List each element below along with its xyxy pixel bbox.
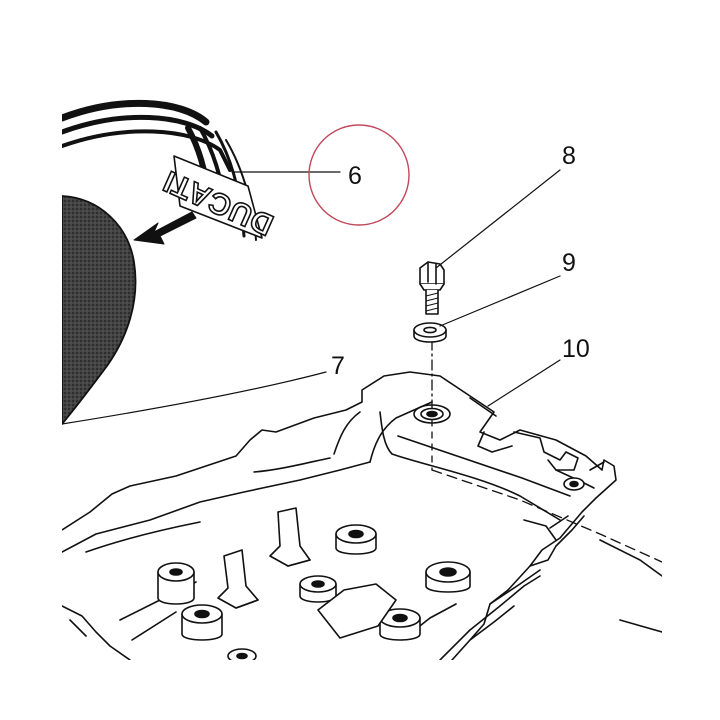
callout-10: 10 xyxy=(562,335,590,363)
boss xyxy=(425,561,471,593)
decal-stripes xyxy=(62,99,257,241)
boss xyxy=(335,524,377,555)
boss xyxy=(379,608,421,641)
highlight-circle xyxy=(308,124,410,226)
seat xyxy=(62,195,137,425)
leader-9 xyxy=(439,275,561,327)
bolt xyxy=(419,261,445,315)
direction-arrow xyxy=(133,211,197,245)
tab-clips xyxy=(217,507,311,609)
recess-panel xyxy=(317,583,397,639)
boss xyxy=(181,604,223,641)
callout-6: 6 xyxy=(348,162,362,190)
washer xyxy=(413,322,447,343)
boss xyxy=(227,648,257,660)
boss xyxy=(563,477,585,491)
leader-lines xyxy=(62,169,561,425)
callout-8: 8 xyxy=(562,142,576,170)
callout-9: 9 xyxy=(562,249,576,277)
boss xyxy=(299,575,337,603)
boss xyxy=(157,562,195,605)
reference-line xyxy=(431,469,662,563)
leader-8 xyxy=(435,169,561,269)
callout-7: 7 xyxy=(331,352,345,380)
mounting-bosses xyxy=(157,477,585,660)
leader-10 xyxy=(487,359,561,407)
leader-7 xyxy=(62,371,327,425)
ducati-decal xyxy=(173,155,263,239)
